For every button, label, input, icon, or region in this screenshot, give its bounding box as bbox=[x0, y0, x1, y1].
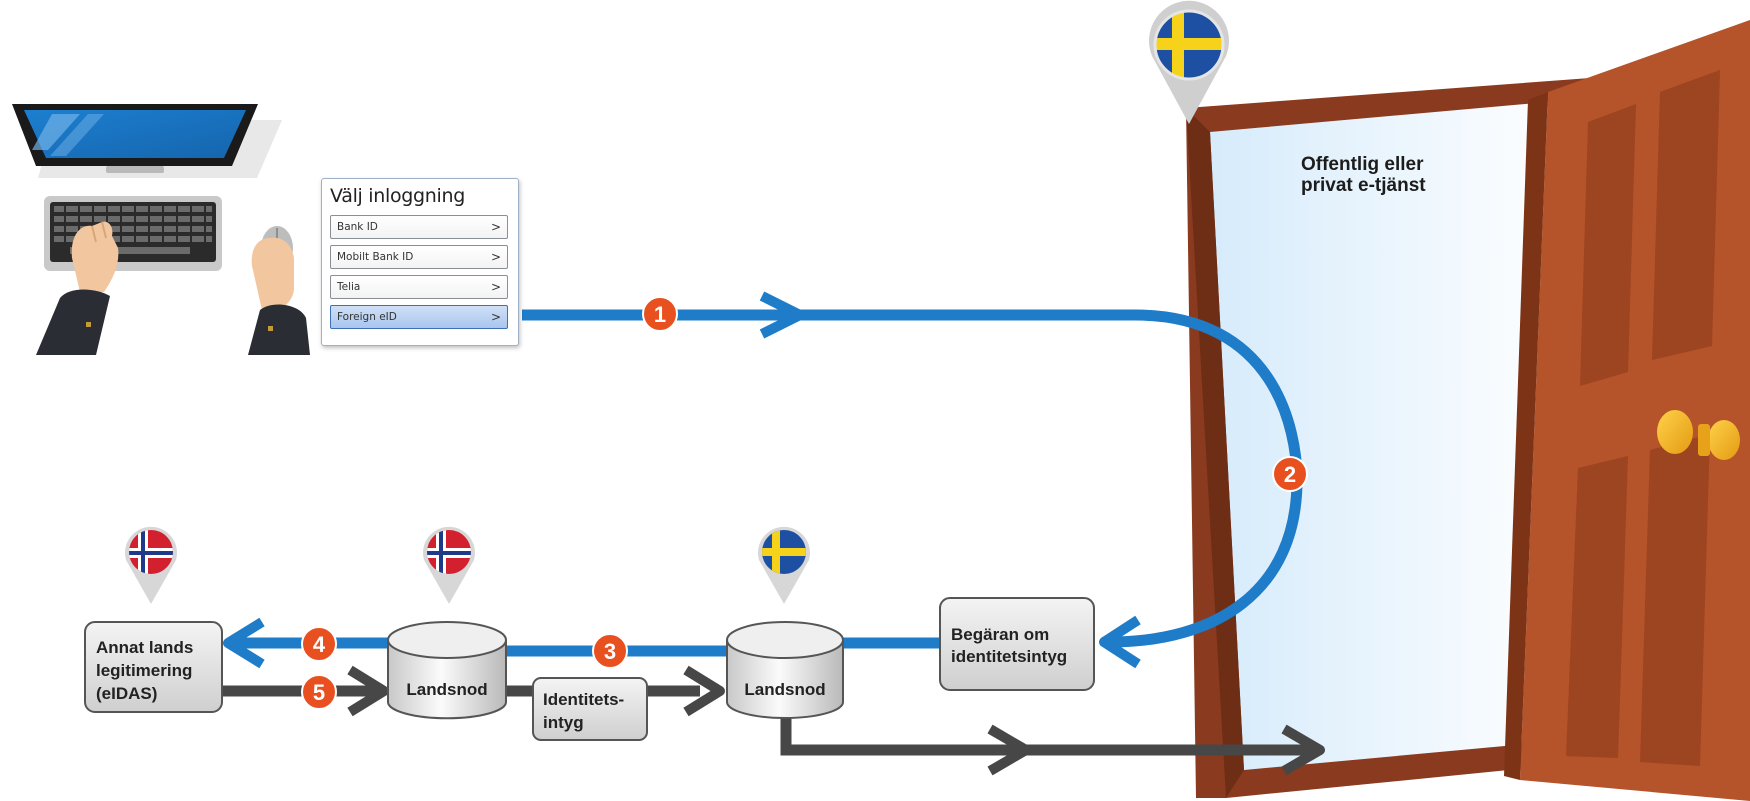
step-badge-2: 2 bbox=[1272, 456, 1308, 492]
login-option-label: Bank ID bbox=[337, 221, 378, 233]
svg-text:Landsnod: Landsnod bbox=[406, 680, 487, 699]
flow-step-1-2-line bbox=[522, 309, 1303, 648]
foreign-authentication-box: Annat lands legitimering (eIDAS) bbox=[84, 621, 223, 713]
identity-request-box: Begäran om identitetsintyg bbox=[939, 597, 1095, 691]
svg-text:identitetsintyg: identitetsintyg bbox=[951, 647, 1067, 666]
laptop-illustration bbox=[12, 104, 310, 355]
svg-text:Landsnod: Landsnod bbox=[744, 680, 825, 699]
step-badge-5: 5 bbox=[301, 674, 337, 710]
flow-to-service-line bbox=[780, 712, 1318, 756]
login-title: Välj inloggning bbox=[330, 185, 466, 207]
svg-text:2: 2 bbox=[1284, 462, 1296, 487]
sweden-flag-pin-large bbox=[1149, 0, 1230, 124]
login-option-label: Telia bbox=[337, 281, 361, 293]
login-selection-panel: Välj inloggning Bank ID > Mobilt Bank ID… bbox=[321, 178, 519, 346]
sweden-flag-pin-2 bbox=[758, 526, 811, 604]
login-option-telia[interactable]: Telia > bbox=[330, 275, 508, 299]
login-option-mobile-bank-id[interactable]: Mobilt Bank ID > bbox=[330, 245, 508, 269]
svg-text:Identitets-: Identitets- bbox=[543, 690, 624, 709]
svg-text:Begäran om: Begäran om bbox=[951, 625, 1049, 644]
service-label-line2: privat e-tjänst bbox=[1301, 175, 1426, 196]
chevron-right-icon: > bbox=[490, 220, 501, 234]
login-option-label: Mobilt Bank ID bbox=[337, 251, 414, 263]
country-node-norway: Landsnod bbox=[387, 621, 507, 720]
norway-flag-pin-1 bbox=[124, 526, 177, 604]
norway-flag-pin-2 bbox=[423, 526, 476, 604]
svg-text:4: 4 bbox=[313, 632, 326, 657]
svg-text:5: 5 bbox=[313, 680, 325, 705]
country-node-sweden: Landsnod bbox=[726, 621, 844, 719]
step-badge-3: 3 bbox=[592, 633, 628, 669]
chevron-right-icon: > bbox=[490, 280, 501, 294]
svg-text:Annat lands: Annat lands bbox=[96, 638, 193, 657]
identity-assertion-box: Identitets- intyg bbox=[532, 677, 648, 741]
svg-text:(eIDAS): (eIDAS) bbox=[96, 684, 157, 703]
service-label-line1: Offentlig eller bbox=[1301, 154, 1424, 175]
chevron-right-icon: > bbox=[490, 310, 501, 324]
step-badge-1: 1 bbox=[642, 296, 678, 332]
svg-text:3: 3 bbox=[604, 639, 616, 664]
login-option-label: Foreign eID bbox=[337, 311, 397, 323]
login-option-foreign-eid[interactable]: Foreign eID > bbox=[330, 305, 508, 329]
login-option-bank-id[interactable]: Bank ID > bbox=[330, 215, 508, 239]
svg-text:legitimering: legitimering bbox=[96, 661, 192, 680]
svg-text:intyg: intyg bbox=[543, 713, 584, 732]
chevron-right-icon: > bbox=[490, 250, 501, 264]
door-illustration bbox=[1186, 20, 1750, 801]
step-badge-4: 4 bbox=[301, 626, 337, 662]
svg-text:1: 1 bbox=[654, 302, 666, 327]
